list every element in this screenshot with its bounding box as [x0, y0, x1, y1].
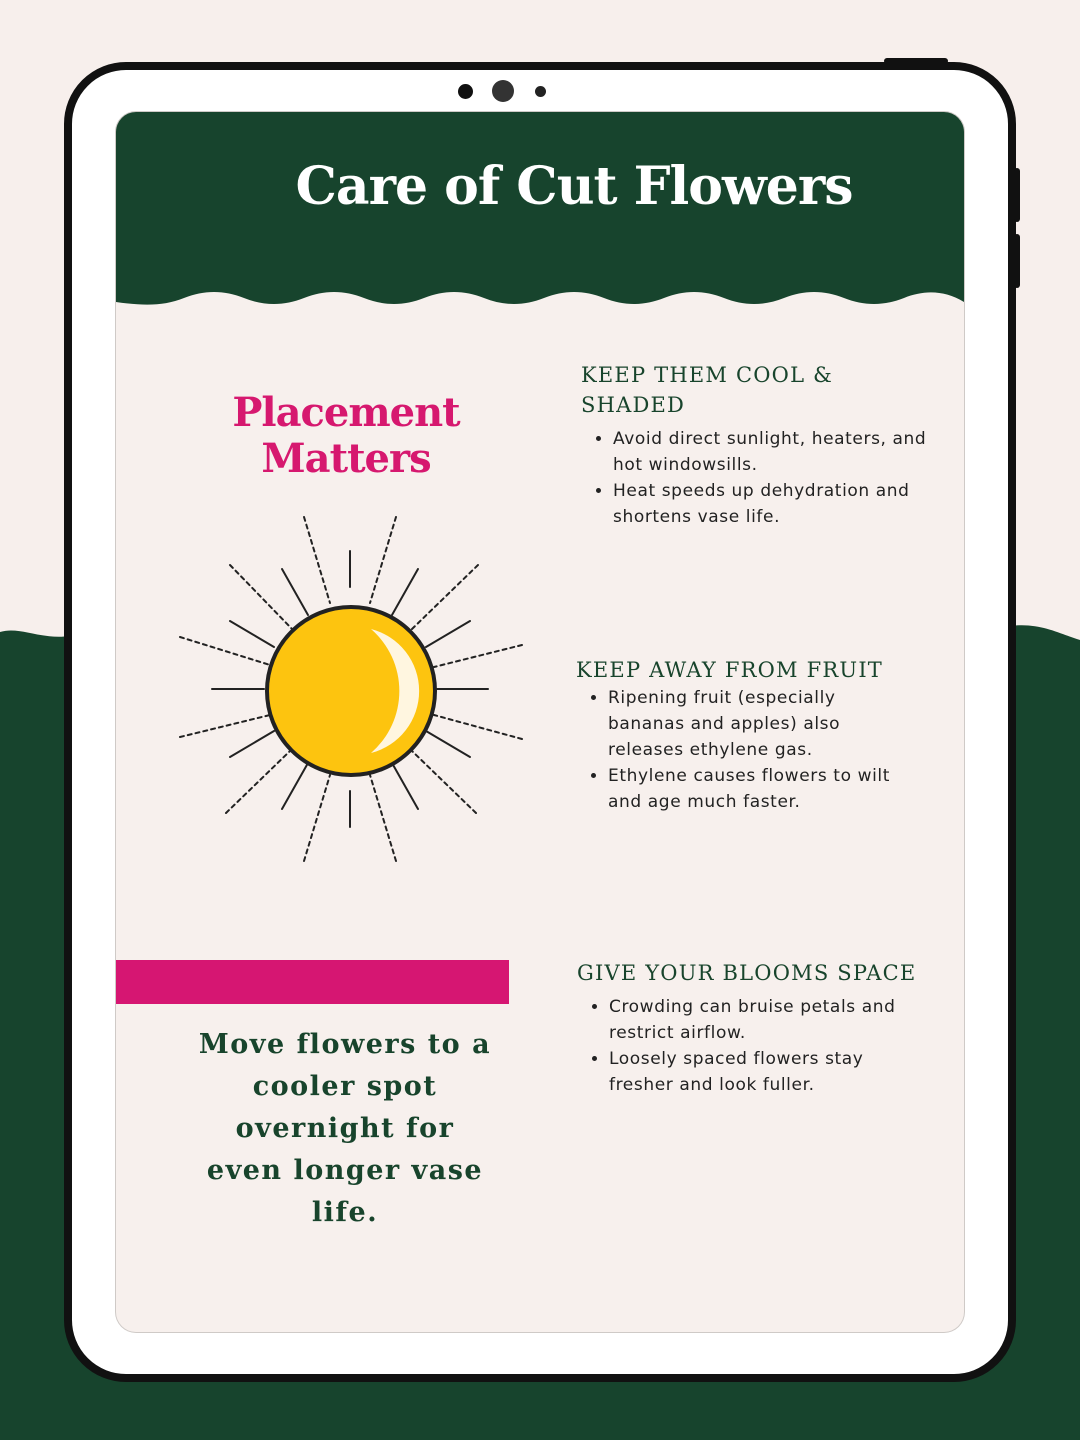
sun-icon	[179, 516, 523, 862]
accent-bar	[116, 960, 509, 1004]
list-item: Avoid direct sunlight, heaters, and hot …	[613, 426, 931, 478]
list-item: Loosely spaced flowers stay fresher and …	[609, 1046, 927, 1098]
placement-heading: Placement Matters	[232, 389, 460, 482]
overnight-tip: Move flowers to a cooler spot overnight …	[198, 1029, 492, 1228]
section-cool-shaded: KEEP THEM COOL & SHADED Avoid direct sun…	[581, 360, 931, 530]
screen: Care of Cut Flowers Placement Matters	[116, 112, 964, 1332]
camera-lens	[492, 80, 514, 102]
list-item: Ethylene causes flowers to wilt and age …	[608, 763, 896, 815]
list-item: Ripening fruit (especially bananas and a…	[608, 685, 896, 763]
bullet-list: Avoid direct sunlight, heaters, and hot …	[581, 426, 931, 530]
section-away-from-fruit: KEEP AWAY FROM FRUIT Ripening fruit (esp…	[576, 655, 896, 815]
list-item: Heat speeds up dehydration and shortens …	[613, 478, 931, 530]
tablet-volume-up-button	[1014, 168, 1020, 222]
camera-dot-right	[535, 86, 546, 97]
bullet-list: Crowding can bruise petals and restrict …	[577, 994, 927, 1098]
tablet-top-button	[884, 58, 948, 64]
page-title: Care of Cut Flowers	[295, 156, 853, 217]
header-banner	[116, 112, 964, 305]
tablet-volume-down-button	[1014, 234, 1020, 288]
section-heading: GIVE YOUR BLOOMS SPACE	[577, 961, 917, 985]
bullet-list: Ripening fruit (especially bananas and a…	[576, 685, 896, 815]
section-heading: KEEP AWAY FROM FRUIT	[576, 658, 884, 682]
section-blooms-space: GIVE YOUR BLOOMS SPACE Crowding can brui…	[577, 958, 927, 1098]
list-item: Crowding can bruise petals and restrict …	[609, 994, 927, 1046]
section-heading: KEEP THEM COOL & SHADED	[581, 363, 833, 417]
camera-dot-left	[458, 84, 473, 99]
